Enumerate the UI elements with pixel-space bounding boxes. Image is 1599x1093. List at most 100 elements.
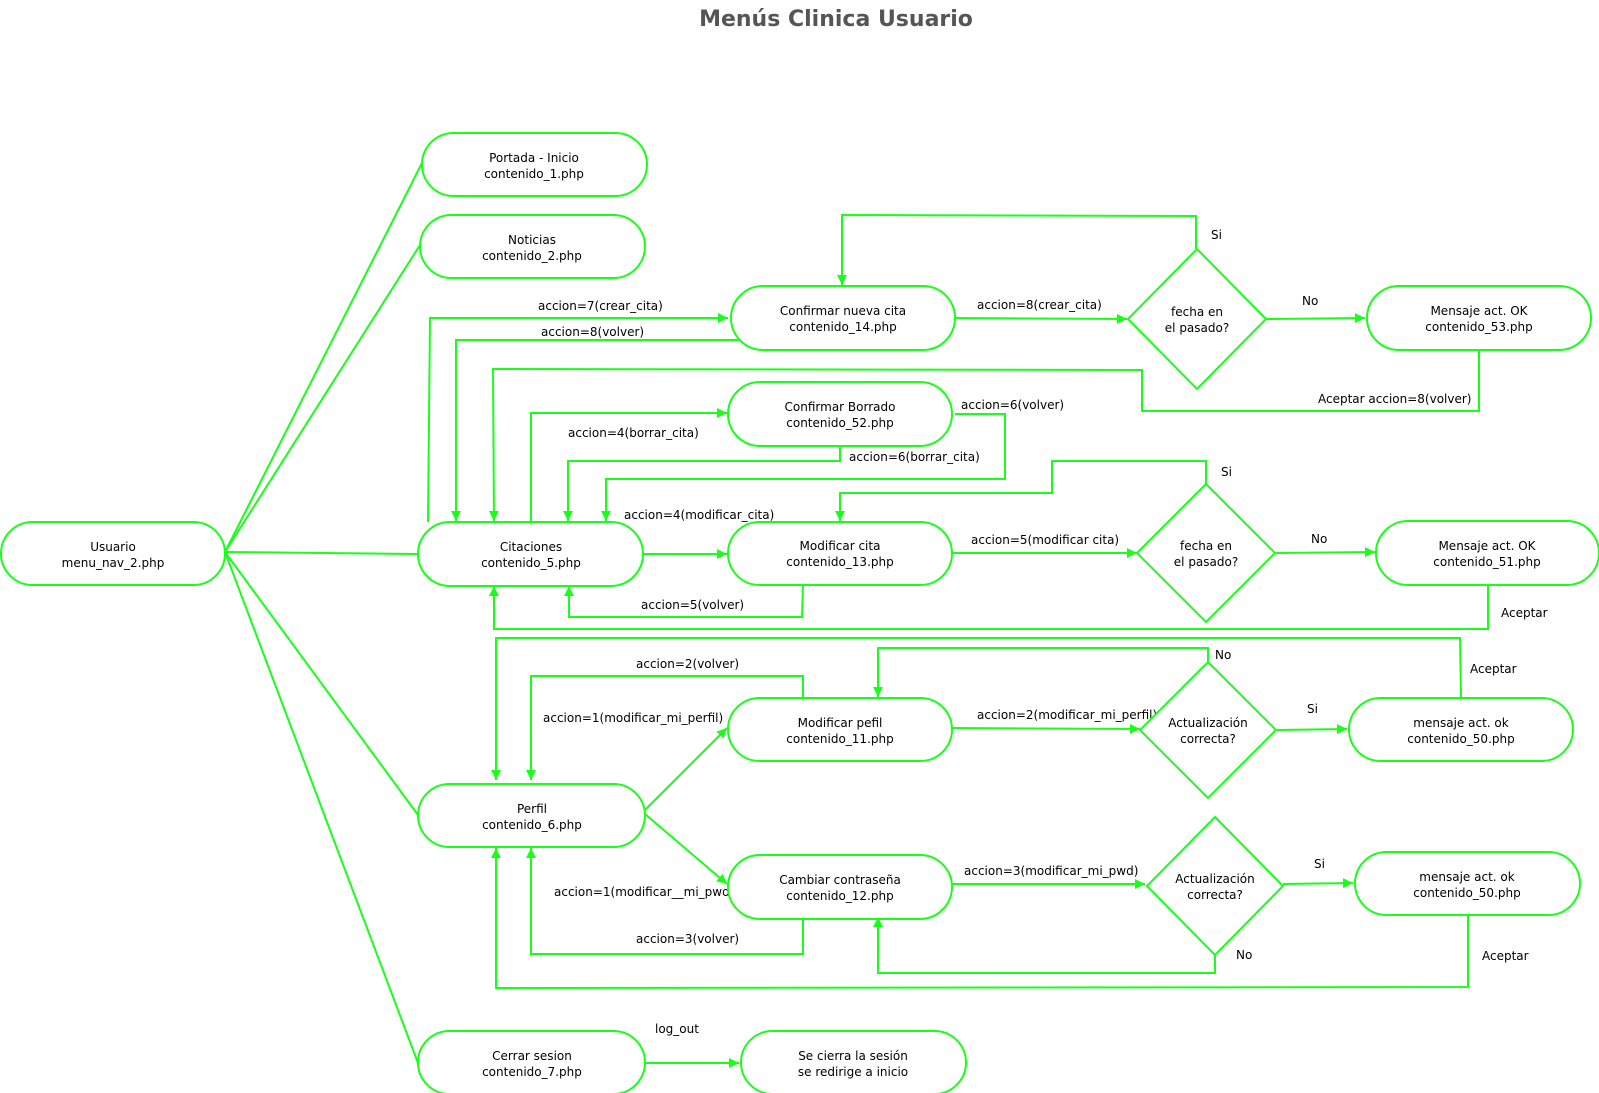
node-noticias-shape bbox=[419, 214, 646, 279]
edge-actualizacion1-si bbox=[1276, 724, 1348, 735]
label-si2: Si bbox=[1221, 465, 1232, 479]
label-volver6: accion=6(volver) bbox=[961, 398, 1064, 412]
decision-actualizacion1-shape bbox=[1138, 660, 1278, 800]
label-no3: No bbox=[1215, 648, 1231, 662]
node-portada-line1: Portada - Inicio bbox=[489, 151, 579, 165]
node-confirmar-nueva[interactable]: Confirmar nueva cita contenido_14.php bbox=[730, 285, 956, 351]
decision-actualizacion1-line1: Actualización bbox=[1168, 716, 1247, 730]
node-mensaje50a-line1: mensaje act. ok bbox=[1413, 716, 1508, 730]
decision-fecha1[interactable]: fecha en el pasado? bbox=[1126, 247, 1268, 391]
label-pwd1: accion=1(modificar__mi_pwd) bbox=[554, 885, 734, 899]
node-modificar-perfil-shape bbox=[727, 697, 953, 762]
node-mensaje50a[interactable]: mensaje act. ok contenido_50.php bbox=[1348, 697, 1574, 762]
edge-aceptar50a bbox=[491, 637, 1462, 780]
node-cerrar-line2: contenido_7.php bbox=[482, 1065, 582, 1079]
node-citaciones[interactable]: Citaciones contenido_5.php bbox=[417, 521, 644, 587]
edges bbox=[224, 162, 1489, 1068]
edge-labels: accion=7(crear_cita) accion=8(volver) ac… bbox=[538, 228, 1548, 1036]
edge-confirm-crear bbox=[954, 313, 1128, 324]
node-modificar-cita-line1: Modificar cita bbox=[800, 539, 881, 553]
node-citaciones-line1: Citaciones bbox=[500, 540, 562, 554]
decision-fecha1-shape bbox=[1126, 247, 1268, 391]
node-cerrar-shape bbox=[417, 1030, 646, 1093]
node-mensaje53[interactable]: Mensaje act. OK contenido_53.php bbox=[1366, 285, 1592, 351]
node-modificar-perfil-line1: Modificar pefil bbox=[798, 716, 883, 730]
label-perfil2: accion=2(modificar_mi_perfil) bbox=[977, 708, 1157, 722]
node-noticias[interactable]: Noticias contenido_2.php bbox=[419, 214, 646, 279]
node-mensaje50b-shape bbox=[1354, 851, 1581, 916]
node-cierra-sesion-shape bbox=[740, 1030, 967, 1093]
edge-aceptar50b bbox=[491, 848, 1469, 990]
edge-volver5 bbox=[564, 584, 804, 618]
label-pwd3: accion=3(modificar_mi_pwd) bbox=[964, 864, 1138, 878]
label-borrar4: accion=4(borrar_cita) bbox=[568, 426, 699, 440]
label-volver2: accion=2(volver) bbox=[636, 657, 739, 671]
node-usuario-line1: Usuario bbox=[90, 540, 136, 554]
label-aceptar50b: Aceptar bbox=[1482, 949, 1529, 963]
node-usuario-shape bbox=[0, 521, 226, 586]
edge-fecha1-no bbox=[1265, 313, 1366, 324]
node-modificar-cita[interactable]: Modificar cita contenido_13.php bbox=[727, 521, 953, 586]
edge-crear-cita bbox=[427, 313, 728, 523]
decision-fecha1-line2: el pasado? bbox=[1165, 321, 1229, 335]
node-cambiar-pwd[interactable]: Cambiar contraseña contenido_12.php bbox=[727, 854, 953, 920]
node-confirmar-borrado-line1: Confirmar Borrado bbox=[785, 400, 896, 414]
node-cerrar[interactable]: Cerrar sesion contenido_7.php bbox=[417, 1030, 646, 1093]
node-cambiar-pwd-line1: Cambiar contraseña bbox=[779, 873, 901, 887]
decision-actualizacion2[interactable]: Actualización correcta? bbox=[1145, 815, 1285, 957]
node-portada[interactable]: Portada - Inicio contenido_1.php bbox=[421, 132, 648, 197]
node-perfil-shape bbox=[417, 783, 646, 848]
decision-actualizacion2-shape bbox=[1145, 815, 1285, 957]
decision-fecha2-line2: el pasado? bbox=[1174, 555, 1238, 569]
node-cerrar-line1: Cerrar sesion bbox=[492, 1049, 572, 1063]
node-mensaje50b[interactable]: mensaje act. ok contenido_50.php bbox=[1354, 851, 1581, 916]
node-cambiar-pwd-shape bbox=[727, 854, 953, 920]
label-volver5: accion=5(volver) bbox=[641, 598, 744, 612]
diagram-title: Menús Clinica Usuario bbox=[699, 7, 973, 32]
node-mensaje51-line1: Mensaje act. OK bbox=[1438, 539, 1536, 553]
edge-volver8 bbox=[451, 339, 740, 521]
label-no1: No bbox=[1302, 294, 1318, 308]
node-usuario[interactable]: Usuario menu_nav_2.php bbox=[0, 521, 226, 586]
node-perfil-line2: contenido_6.php bbox=[482, 818, 582, 832]
edge-volver2 bbox=[526, 675, 804, 780]
edge-actualizacion1-no bbox=[873, 647, 1209, 697]
edge-usuario-perfil bbox=[224, 551, 419, 816]
edge-aceptar51 bbox=[489, 586, 1489, 630]
edge-actualizacion2-no bbox=[873, 917, 1216, 974]
node-cierra-sesion[interactable]: Se cierra la sesión se redirige a inicio bbox=[740, 1030, 967, 1093]
node-modificar-perfil[interactable]: Modificar pefil contenido_11.php bbox=[727, 697, 953, 762]
edge-borrar4 bbox=[530, 408, 727, 522]
node-mensaje51[interactable]: Mensaje act. OK contenido_51.php bbox=[1375, 520, 1599, 586]
edge-actualizacion2-si bbox=[1282, 878, 1354, 889]
node-modificar-perfil-line2: contenido_11.php bbox=[786, 732, 893, 746]
decision-fecha2-shape bbox=[1135, 482, 1277, 624]
node-cambiar-pwd-line2: contenido_12.php bbox=[786, 889, 893, 903]
edge-usuario-cerrar bbox=[224, 551, 419, 1064]
decision-actualizacion2-line2: correcta? bbox=[1187, 888, 1243, 902]
label-aceptar8: Aceptar accion=8(volver) bbox=[1318, 392, 1471, 406]
node-cierra-sesion-line2: se redirige a inicio bbox=[798, 1065, 908, 1079]
node-mensaje51-line2: contenido_51.php bbox=[1433, 555, 1540, 569]
node-portada-line2: contenido_1.php bbox=[484, 167, 584, 181]
label-volver3: accion=3(volver) bbox=[636, 932, 739, 946]
node-mensaje53-shape bbox=[1366, 285, 1592, 351]
node-citaciones-shape bbox=[417, 521, 644, 587]
label-logout: log_out bbox=[655, 1022, 699, 1036]
edge-usuario-noticias bbox=[224, 244, 421, 553]
node-mensaje50a-shape bbox=[1348, 697, 1574, 762]
label-si1: Si bbox=[1211, 228, 1222, 242]
node-perfil[interactable]: Perfil contenido_6.php bbox=[417, 783, 646, 848]
node-confirmar-borrado[interactable]: Confirmar Borrado contenido_52.php bbox=[727, 381, 953, 447]
decision-fecha2[interactable]: fecha en el pasado? bbox=[1135, 482, 1277, 624]
decision-actualizacion1[interactable]: Actualización correcta? bbox=[1138, 660, 1278, 800]
node-confirmar-nueva-line1: Confirmar nueva cita bbox=[780, 304, 906, 318]
node-portada-shape bbox=[421, 132, 648, 197]
edge-pwd1 bbox=[644, 813, 728, 885]
node-mensaje50b-line2: contenido_50.php bbox=[1413, 886, 1520, 900]
decision-fecha1-line1: fecha en bbox=[1171, 305, 1223, 319]
label-aceptar50a: Aceptar bbox=[1470, 662, 1517, 676]
label-volver8: accion=8(volver) bbox=[541, 325, 644, 339]
label-no2: No bbox=[1311, 532, 1327, 546]
node-confirmar-borrado-shape bbox=[727, 381, 953, 447]
